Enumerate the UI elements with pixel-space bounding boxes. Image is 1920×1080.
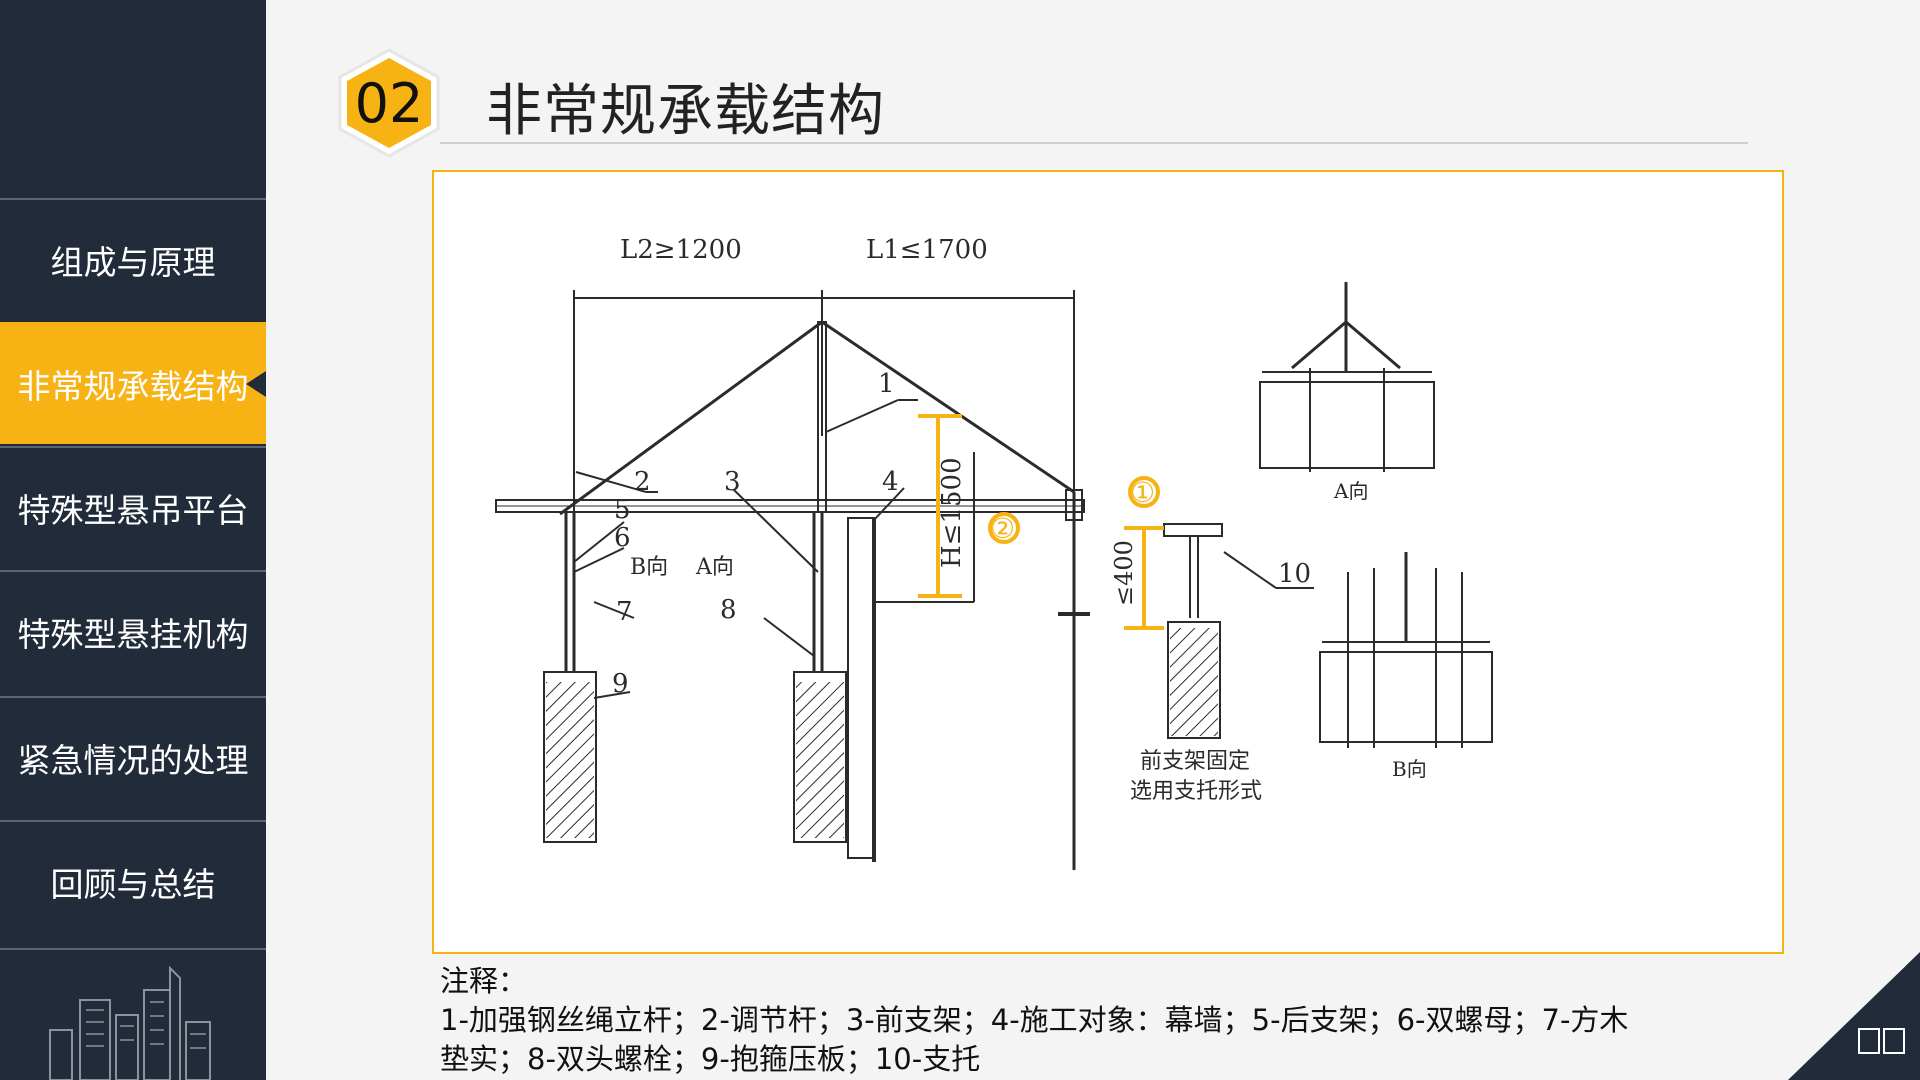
- support-bracket: [1163, 523, 1223, 537]
- part-number-9: 9: [612, 669, 629, 699]
- structure-diagram: L2≥1200 L1≤1700 B向 A向 A向 B向 前支架固定 选用支托形式…: [432, 170, 1784, 954]
- detail-caption-line2: 选用支托形式: [1130, 779, 1262, 804]
- nav-item-special-suspension[interactable]: 特殊型悬挂机构: [0, 570, 266, 692]
- nav-item-review[interactable]: 回顾与总结: [0, 820, 266, 942]
- nav-item-label: 组成与原理: [50, 243, 216, 282]
- callout-1: ①: [1130, 476, 1155, 509]
- nav-item-emergency[interactable]: 紧急情况的处理: [0, 696, 266, 818]
- active-pointer-icon: [246, 371, 266, 397]
- part-number-4: 4: [882, 467, 899, 497]
- sidebar: 组成与原理 非常规承载结构 特殊型悬吊平台 特殊型悬挂机构 紧急情况的处理 回顾…: [0, 0, 266, 1080]
- part-number-8: 8: [720, 595, 737, 625]
- part-number-2: 2: [634, 467, 651, 497]
- nav-item-composition[interactable]: 组成与原理: [0, 198, 266, 320]
- part-number-6: 6: [614, 523, 631, 553]
- notes-line-1: 1-加强钢丝绳立杆；2-调节杆；3-前支架；4-施工对象：幕墙；5-后支架；6-…: [440, 1003, 1629, 1037]
- curtain-wall: [847, 517, 875, 859]
- detail-block: [1167, 621, 1221, 739]
- nav-divider: [0, 948, 266, 950]
- label-b-direction: B向: [630, 555, 668, 580]
- tie-rod-rear: [559, 320, 823, 516]
- city-skyline-icon: [49, 965, 211, 1080]
- view-b-label: B向: [1392, 757, 1427, 781]
- tie-rod-front: [821, 320, 1075, 494]
- callout-2: ②: [990, 512, 1015, 545]
- part-number-1: 1: [878, 369, 895, 399]
- notes-heading: 注释：: [440, 964, 528, 998]
- label-a-direction: A向: [695, 555, 734, 580]
- title-divider: [440, 142, 1748, 144]
- nav-item-label: 回顾与总结: [50, 865, 216, 904]
- corner-decoration: [1788, 952, 1920, 1080]
- detail-caption-line1: 前支架固定: [1140, 749, 1250, 774]
- view-a-label: A向: [1333, 479, 1368, 503]
- slideshow-icon[interactable]: [1858, 1028, 1906, 1054]
- part-number-10: 10: [1278, 559, 1311, 589]
- section-badge-icon: [338, 48, 440, 158]
- page-title: 非常规承载结构: [486, 79, 885, 144]
- notes-line-2: 垫实；8-双头螺栓；9-抱箍压板；10-支托: [440, 1042, 981, 1076]
- part-number-7: 7: [616, 597, 633, 627]
- section-number: 02: [354, 71, 424, 135]
- view-a-block: [1259, 381, 1435, 469]
- notes: 注释： 1-加强钢丝绳立杆；2-调节杆；3-前支架；4-施工对象：幕墙；5-后支…: [440, 962, 1780, 1079]
- nav-item-label: 非常规承载结构: [17, 367, 249, 406]
- part-number-3: 3: [724, 467, 741, 497]
- view-b-block: [1319, 651, 1493, 743]
- dim-h-label: H≤1500: [937, 457, 967, 568]
- nav-item-label: 紧急情况的处理: [17, 741, 249, 780]
- nav-item-label: 特殊型悬挂机构: [17, 615, 249, 654]
- nav-item-special-platform[interactable]: 特殊型悬吊平台: [0, 446, 266, 568]
- dim-l1-label: L1≤1700: [866, 235, 988, 265]
- nav-item-label: 特殊型悬吊平台: [17, 491, 249, 530]
- front-block: [793, 671, 847, 843]
- dim-400-label: ≤400: [1110, 540, 1138, 606]
- rear-block: [543, 671, 597, 843]
- nav-item-unconventional-structure[interactable]: 非常规承载结构: [0, 322, 266, 444]
- diagram-canvas: L2≥1200 L1≤1700 B向 A向 A向 B向 前支架固定 选用支托形式…: [495, 235, 1493, 870]
- part-number-5: 5: [614, 495, 631, 525]
- dim-l2-label: L2≥1200: [620, 235, 742, 265]
